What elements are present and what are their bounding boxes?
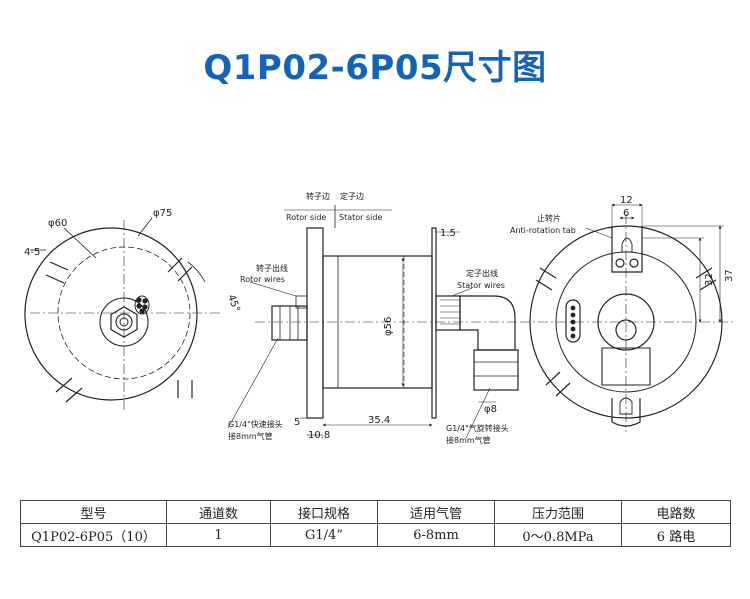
dim-35-4: 35.4 <box>368 415 390 426</box>
header-tube: 适用气管 <box>377 500 495 524</box>
cell-pressure: 0～0.8MPa <box>494 523 622 547</box>
spec-table: 型号 通道数 接口规格 适用气管 压力范围 电路数 Q1P02-6P05（10）… <box>20 500 731 547</box>
dim-10-8: 10.8 <box>308 430 330 441</box>
label-rotor-wires: Rotor wires <box>240 275 285 284</box>
header-model: 型号 <box>20 500 167 524</box>
spec-header-row: 型号 通道数 接口规格 适用气管 压力范围 电路数 <box>20 500 731 524</box>
header-circuits: 电路数 <box>621 500 731 524</box>
spec-data-row: Q1P02-6P05（10） 1 G1/4” 6-8mm 0～0.8MPa 6 … <box>20 523 731 547</box>
header-channels: 通道数 <box>166 500 271 524</box>
dim-32: 32 <box>704 273 715 286</box>
dim-37: 37 <box>724 269 735 282</box>
page-title: Q1P02-6P05尺寸图 <box>203 48 547 88</box>
dim-phi8: φ8 <box>484 404 497 415</box>
dim-body: φ56 <box>383 317 394 336</box>
label-anti-rotation-cn: 止转片 <box>537 213 561 223</box>
cell-model: Q1P02-6P05（10） <box>20 523 167 547</box>
technical-drawing: φ60 φ75 4-5 45° <box>24 191 735 445</box>
label-quick-fitting-tube: 接8mm气管 <box>228 431 273 441</box>
header-port: 接口规格 <box>270 500 378 524</box>
dim-5: 5 <box>294 417 300 428</box>
label-rotor-side: Rotor side <box>286 213 326 222</box>
label-anti-rotation: Anti-rotation tab <box>510 226 576 235</box>
label-rotor-wires-cn: 转子出线 <box>256 263 288 273</box>
dim-angle: 45° <box>225 293 241 313</box>
label-stator-side-cn: 定子边 <box>340 191 364 201</box>
dim-12: 12 <box>620 195 633 206</box>
label-rotary-fitting-tube: 接8mm气管 <box>446 435 491 445</box>
label-stator-wires-cn: 定子出线 <box>466 268 498 278</box>
label-stator-side: Stator side <box>339 213 382 222</box>
label-rotor-side-cn: 转子边 <box>306 191 330 201</box>
cell-channels: 1 <box>166 523 271 547</box>
front-view <box>24 217 220 410</box>
dim-flange: 1.5 <box>440 228 456 239</box>
rear-view <box>520 203 735 432</box>
dim-6: 6 <box>623 208 629 219</box>
label-quick-fitting: G1/4"快速接头 <box>228 419 283 429</box>
cell-circuits: 6 路电 <box>621 523 731 547</box>
side-view <box>227 205 520 439</box>
label-stator-wires: Stator wires <box>457 281 505 290</box>
dim-phi75: φ75 <box>153 208 172 219</box>
cell-tube: 6-8mm <box>377 523 495 547</box>
header-pressure: 压力范围 <box>494 500 622 524</box>
dim-phi60: φ60 <box>48 218 67 229</box>
label-rotary-fitting: G1/4"气旋转接头 <box>446 423 509 433</box>
dim-slot: 4-5 <box>24 247 40 258</box>
cell-port: G1/4” <box>270 523 378 547</box>
